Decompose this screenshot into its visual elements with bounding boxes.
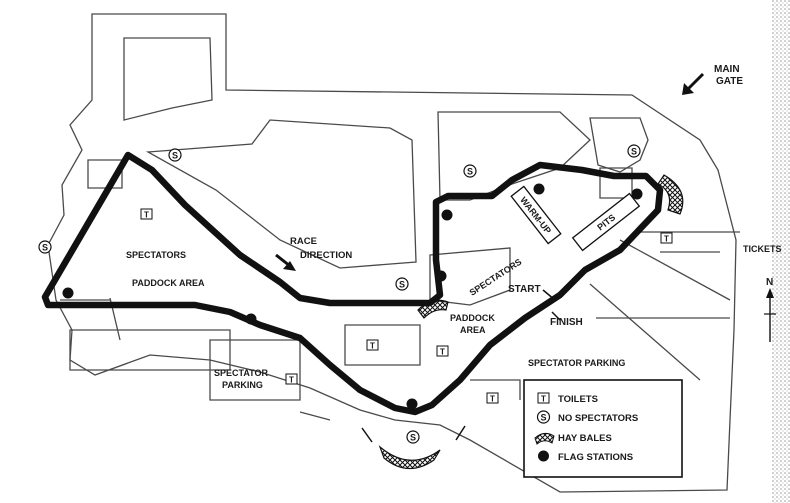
hay-bale-south xyxy=(378,445,441,470)
flag-station xyxy=(245,313,257,325)
flag-station xyxy=(435,270,447,282)
race-direction-label: DIRECTION xyxy=(300,250,352,261)
svg-text:S: S xyxy=(631,147,637,157)
main-gate-arrow-icon xyxy=(682,72,705,95)
warm-up-area: WARM-UP xyxy=(510,185,562,245)
svg-text:T: T xyxy=(440,348,445,357)
svg-text:T: T xyxy=(541,395,546,404)
north-arrow-icon xyxy=(764,288,776,342)
svg-text:T: T xyxy=(289,376,294,385)
no-spectators-icon: S xyxy=(38,240,52,254)
toilet-icon: T xyxy=(486,392,499,404)
flag-stations xyxy=(62,183,643,410)
flag-station xyxy=(533,183,545,195)
finish-label: FINISH xyxy=(550,317,583,328)
spectator-parking-west-label: SPECTATOR xyxy=(214,368,269,378)
flag-station-icon xyxy=(538,450,549,462)
svg-text:T: T xyxy=(664,235,669,244)
hay-bale-center xyxy=(417,299,449,319)
map-labels: MAIN GATE TICKETS N RACE DIRECTION SPECT… xyxy=(126,64,782,390)
svg-text:T: T xyxy=(370,342,375,351)
main-gate-label: MAIN xyxy=(714,64,740,75)
svg-text:T: T xyxy=(490,395,495,404)
north-label: N xyxy=(766,277,773,288)
hay-bales xyxy=(361,174,684,470)
legend-box xyxy=(523,379,683,478)
legend: T TOILETS S NO SPECTATORS HAY BALES FLAG… xyxy=(523,379,683,478)
toilet-icon: T xyxy=(660,232,673,244)
flag-station xyxy=(441,209,453,221)
no-spectators-icon: S xyxy=(627,144,641,158)
hay-bale-icon xyxy=(534,432,555,445)
hay-bale-east xyxy=(657,174,684,215)
race-direction-label: RACE xyxy=(290,236,317,247)
svg-text:T: T xyxy=(144,211,149,220)
lot-outlines xyxy=(60,37,740,421)
paddock-area-west-label: PADDOCK AREA xyxy=(132,278,205,288)
no-spectators-icon: S xyxy=(463,164,477,178)
spectator-parking-west-label: PARKING xyxy=(222,380,263,390)
legend-label: NO SPECTATORS xyxy=(558,413,638,424)
property-boundary xyxy=(47,13,737,493)
spectators-west-label: SPECTATORS xyxy=(126,250,186,260)
no-spectator-markers: S S S S S S xyxy=(38,144,641,444)
pits-area: PITS xyxy=(571,192,641,252)
legend-label: HAY BALES xyxy=(558,433,612,444)
no-spectators-icon: S xyxy=(536,410,551,424)
race-track xyxy=(41,151,664,416)
svg-text:S: S xyxy=(42,243,48,253)
svg-text:S: S xyxy=(540,413,546,423)
flag-station xyxy=(406,398,418,410)
toilets: T T T T T T xyxy=(140,208,673,404)
toilet-icon: T xyxy=(140,208,153,220)
spectator-parking-east-label: SPECTATOR PARKING xyxy=(528,358,625,368)
flag-station xyxy=(631,188,643,200)
start-finish-line xyxy=(542,289,561,321)
flag-station xyxy=(62,287,74,299)
toilet-icon: T xyxy=(285,373,298,385)
paddock-area-center-label: PADDOCK xyxy=(450,313,495,323)
no-spectators-icon: S xyxy=(406,430,420,444)
toilet-icon: T xyxy=(366,339,379,351)
tickets-label: TICKETS xyxy=(743,244,782,254)
main-gate-label: GATE xyxy=(716,76,743,87)
svg-text:S: S xyxy=(399,280,405,290)
legend-item-flag-stations: FLAG STATIONS xyxy=(538,450,633,463)
no-spectators-icon: S xyxy=(395,277,409,291)
legend-item-no-spectators: S NO SPECTATORS xyxy=(536,410,638,424)
race-direction-arrow-icon xyxy=(275,253,296,271)
legend-item-toilets: T TOILETS xyxy=(537,392,598,405)
paper-edge xyxy=(772,0,790,503)
toilet-icon: T xyxy=(537,392,550,404)
svg-text:S: S xyxy=(467,167,473,177)
paddock-area-center-label: AREA xyxy=(460,325,486,335)
start-label: START xyxy=(508,284,541,295)
svg-text:S: S xyxy=(172,151,178,161)
legend-label: TOILETS xyxy=(558,394,598,405)
toilet-icon: T xyxy=(436,345,449,357)
svg-text:S: S xyxy=(410,433,416,443)
no-spectators-icon: S xyxy=(168,148,182,162)
legend-item-hay-bales: HAY BALES xyxy=(534,432,612,445)
legend-label: FLAG STATIONS xyxy=(558,452,633,463)
